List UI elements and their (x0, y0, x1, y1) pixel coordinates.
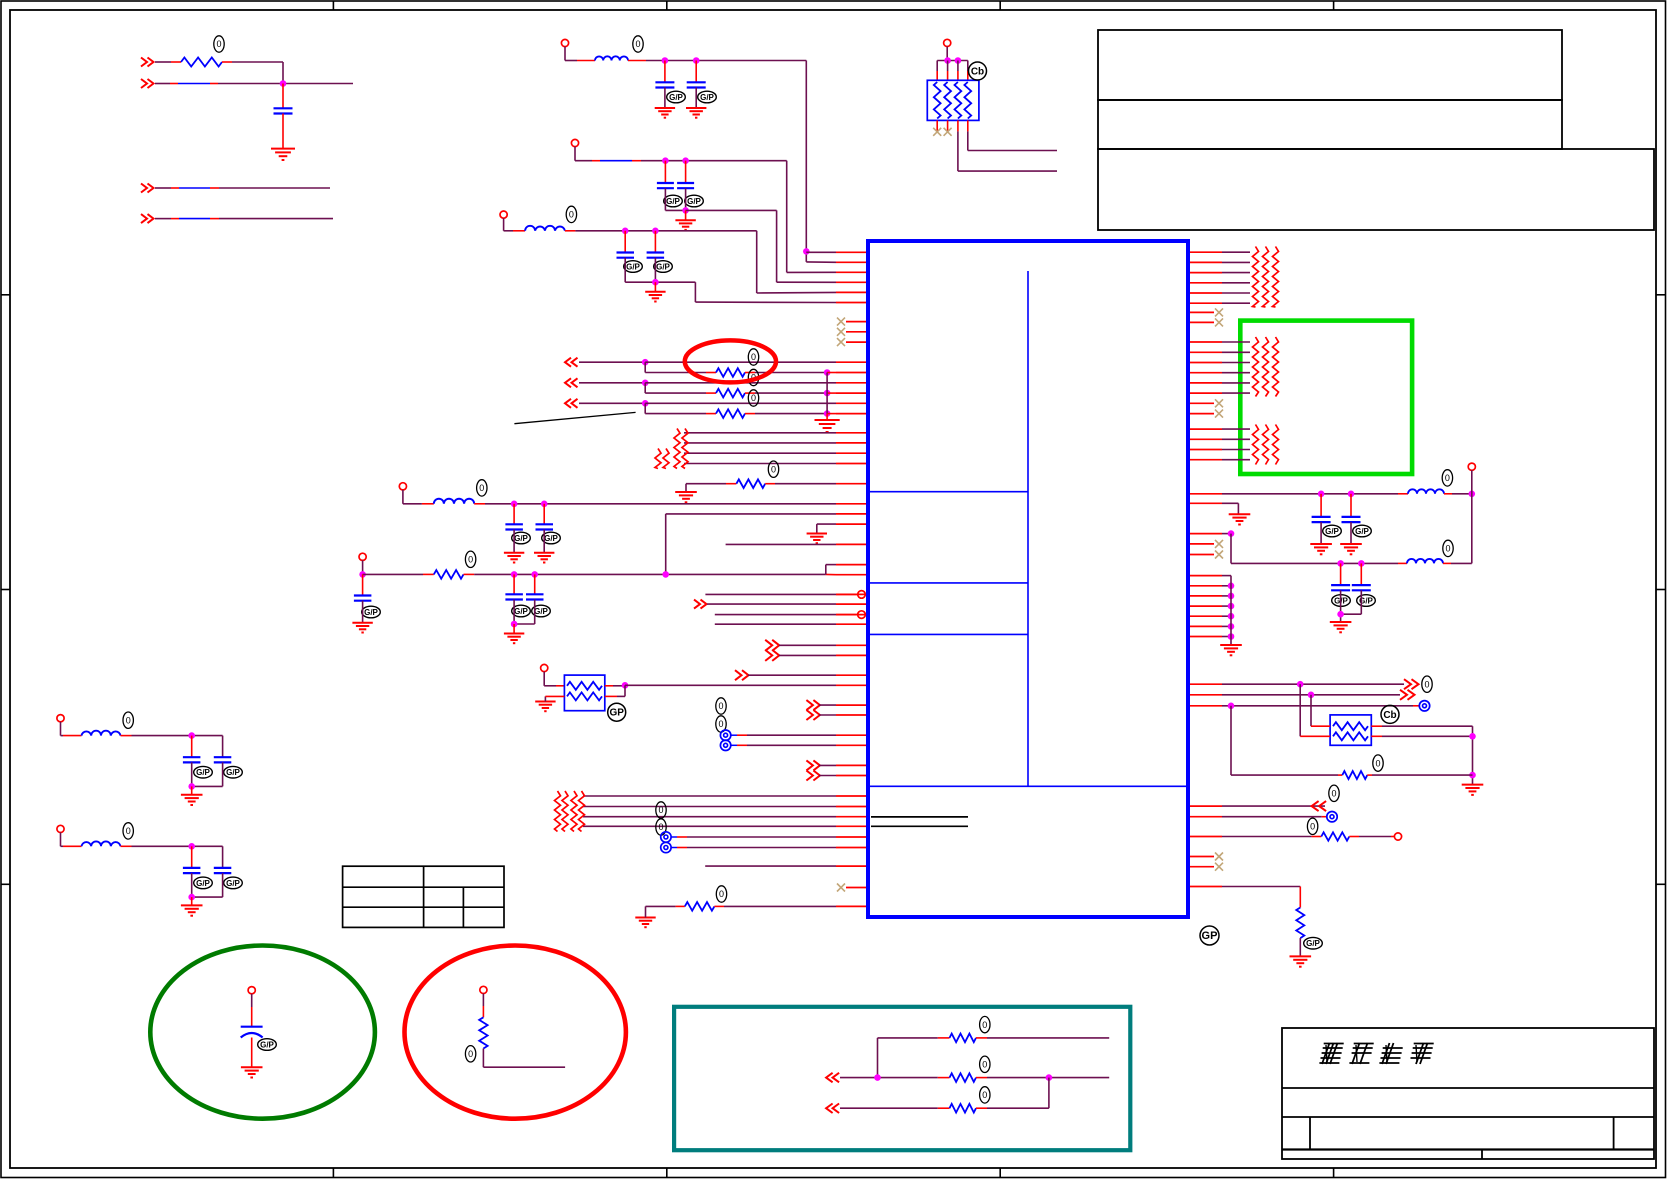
svg-text:G/P: G/P (669, 93, 683, 102)
svg-text:G/P: G/P (687, 197, 701, 206)
svg-text:G/P: G/P (626, 263, 640, 272)
svg-text:Cb: Cb (971, 66, 984, 77)
svg-text:0: 0 (126, 826, 131, 836)
svg-text:0: 0 (479, 483, 484, 493)
svg-text:G/P: G/P (1359, 597, 1373, 606)
svg-text:GP: GP (609, 708, 624, 719)
svg-text:0: 0 (1445, 473, 1450, 483)
svg-text:0: 0 (751, 352, 756, 362)
svg-text:0: 0 (216, 39, 221, 49)
svg-text:0: 0 (718, 719, 723, 729)
svg-text:0: 0 (771, 464, 776, 474)
svg-text:G/P: G/P (514, 534, 528, 543)
svg-text:0: 0 (468, 555, 473, 565)
svg-text:Cb: Cb (1383, 710, 1396, 721)
svg-text:0: 0 (719, 889, 724, 899)
svg-text:G/P: G/P (196, 879, 210, 888)
svg-text:0: 0 (126, 715, 131, 725)
svg-text:0: 0 (718, 701, 723, 711)
svg-text:G/P: G/P (1325, 527, 1339, 536)
svg-text:0: 0 (468, 1049, 473, 1059)
svg-text:G/P: G/P (226, 768, 240, 777)
svg-text:GP: GP (1202, 930, 1218, 942)
svg-text:G/P: G/P (1306, 939, 1320, 948)
svg-text:G/P: G/P (656, 263, 670, 272)
svg-text:0: 0 (658, 805, 663, 815)
svg-text:0: 0 (751, 393, 756, 403)
svg-text:0: 0 (1375, 758, 1380, 768)
svg-text:G/P: G/P (700, 93, 714, 102)
svg-text:0: 0 (658, 822, 663, 832)
svg-text:0: 0 (1310, 822, 1315, 832)
svg-text:G/P: G/P (364, 608, 378, 617)
svg-text:0: 0 (1424, 679, 1429, 689)
svg-text:G/P: G/P (226, 879, 240, 888)
svg-text:G/P: G/P (666, 197, 680, 206)
svg-text:0: 0 (982, 1020, 987, 1030)
svg-text:G/P: G/P (534, 607, 548, 616)
svg-text:0: 0 (635, 39, 640, 49)
svg-text:0: 0 (982, 1060, 987, 1070)
svg-text:0: 0 (1331, 789, 1336, 799)
svg-text:G/P: G/P (196, 768, 210, 777)
svg-text:0: 0 (569, 210, 574, 220)
svg-text:G/P: G/P (544, 534, 558, 543)
svg-text:G/P: G/P (1355, 527, 1369, 536)
svg-text:0: 0 (1445, 544, 1450, 554)
svg-text:0: 0 (982, 1090, 987, 1100)
svg-text:G/P: G/P (514, 607, 528, 616)
svg-text:G/P: G/P (260, 1041, 274, 1050)
